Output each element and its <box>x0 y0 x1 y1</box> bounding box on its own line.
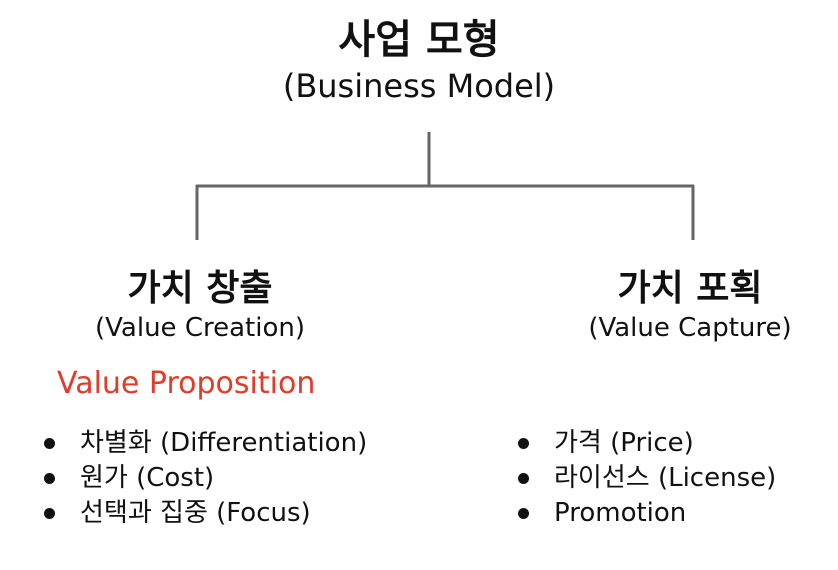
bullet-icon <box>518 473 529 484</box>
bullet-icon <box>518 508 529 519</box>
list-item-text: 가격 (Price) <box>554 428 694 458</box>
list-item: 원가 (Cost) <box>40 461 367 496</box>
bullet-icon <box>44 473 55 484</box>
value-creation-list: 차별화 (Differentiation) 원가 (Cost) 선택과 집중 (… <box>40 426 367 531</box>
value-creation-title: 가치 창출 <box>127 268 273 309</box>
value-creation-subtitle: (Value Creation) <box>95 313 305 343</box>
value-proposition-label: Value Proposition <box>57 366 316 401</box>
value-capture-subtitle: (Value Capture) <box>588 313 792 343</box>
list-item: 라이선스 (License) <box>514 461 776 496</box>
bullet-icon <box>518 438 529 449</box>
list-item: Promotion <box>514 496 776 531</box>
root-title: 사업 모형 <box>338 17 500 63</box>
list-item: 선택과 집중 (Focus) <box>40 496 367 531</box>
list-item: 가격 (Price) <box>514 426 776 461</box>
list-item-text: 라이선스 (License) <box>554 463 777 493</box>
bullet-icon <box>44 438 55 449</box>
list-item-text: 선택과 집중 (Focus) <box>80 498 311 528</box>
bullet-icon <box>44 508 55 519</box>
list-item: 차별화 (Differentiation) <box>40 426 367 461</box>
value-capture-list: 가격 (Price) 라이선스 (License) Promotion <box>514 426 776 531</box>
list-item-text: 원가 (Cost) <box>80 463 215 493</box>
value-capture-title: 가치 포획 <box>617 268 763 309</box>
root-subtitle: (Business Model) <box>282 67 556 105</box>
list-item-text: Promotion <box>554 498 687 528</box>
list-item-text: 차별화 (Differentiation) <box>80 428 368 458</box>
